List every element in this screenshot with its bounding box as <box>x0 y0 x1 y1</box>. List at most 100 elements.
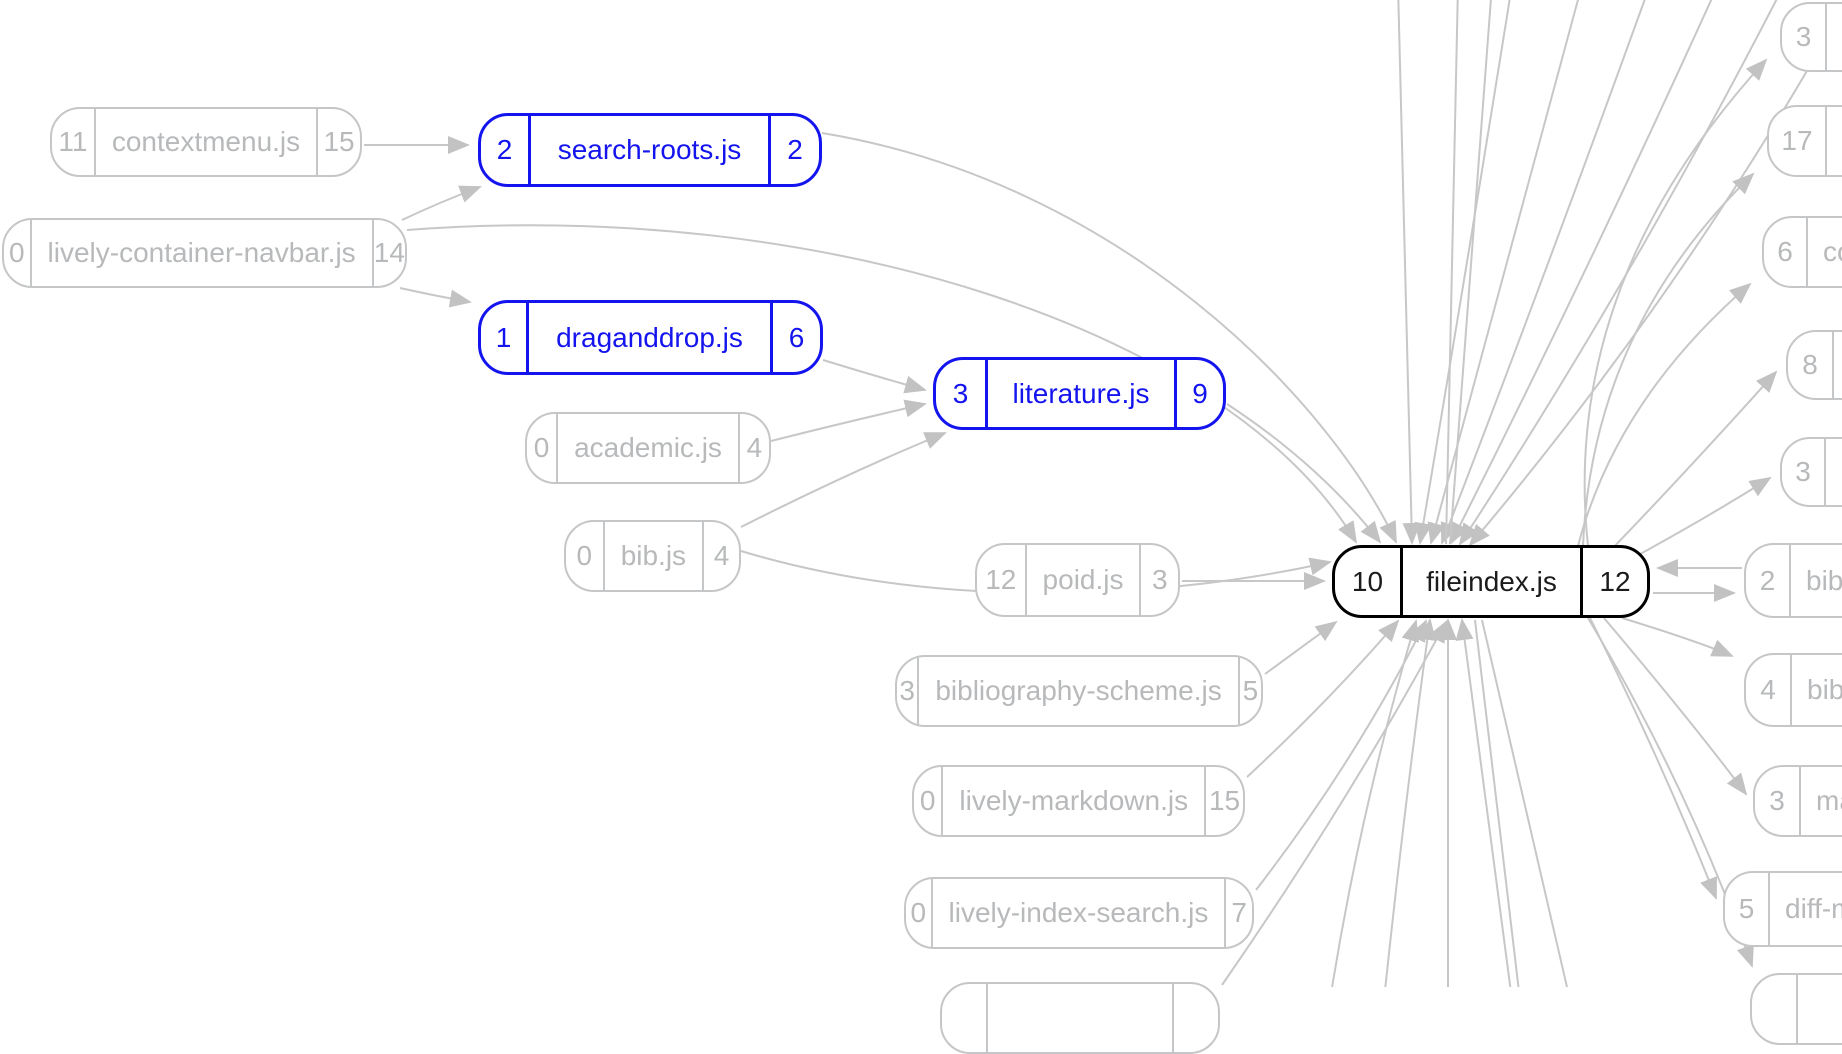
node-r7[interactable]: 4 bibt <box>1744 653 1842 727</box>
edge-offscreen-bottom-to-fileindex-4 <box>1331 619 1419 987</box>
node-r1[interactable]: 3 <box>1780 2 1842 72</box>
node-label: co <box>1823 236 1842 267</box>
node-label: poid.js <box>1042 564 1124 595</box>
edge-draganddrop-to-literature <box>822 359 927 394</box>
edge-fileindex-to-r1 <box>1583 58 1768 547</box>
edge-fileindex-to-r7 <box>1621 617 1734 657</box>
node-out-count: 4 <box>737 414 769 482</box>
node-label: literature.js <box>1012 377 1150 409</box>
node-label <box>1826 439 1842 505</box>
node-fileindex[interactable]: 10 fileindex.js 12 <box>1332 545 1650 618</box>
node-in-count: 3 <box>936 360 988 427</box>
edge-livelyidx-to-fileindex <box>1255 619 1427 891</box>
edge-fileindex-to-r9 <box>1589 617 1717 900</box>
node-label: contextmenu.js <box>111 126 301 157</box>
node-r6[interactable]: 2bibl <box>1744 543 1842 618</box>
edge-bibscheme-to-fileindex <box>1264 620 1338 675</box>
node-out-count: 12 <box>1580 548 1647 615</box>
node-label: fileindex.js <box>1426 565 1557 597</box>
edge-offscreen-top-to-fileindex-1 <box>1414 0 1511 545</box>
dependency-edges-layer <box>364 0 1842 987</box>
node-livelyidx[interactable]: 0 lively-index-search.js 7 <box>904 877 1254 949</box>
node-label: search-roots.js <box>557 134 742 165</box>
node-label <box>1798 975 1842 1043</box>
node-label: ma <box>1816 785 1842 816</box>
node-in-count: 0 <box>914 767 944 835</box>
edge-offscreen-top-to-fileindex-6 <box>1468 7 1842 547</box>
edge-offscreen-bottom-to-fileindex-3 <box>1455 618 1512 987</box>
node-in-count: 10 <box>1335 548 1403 615</box>
node-label: lively-container-navbar.js <box>47 237 356 268</box>
node-label: bibt <box>1807 674 1842 705</box>
node-searchroots[interactable]: 2 search-roots.js 2 <box>478 113 822 187</box>
node-poid[interactable]: 12 poid.js 3 <box>975 543 1180 617</box>
node-label: draganddrop.js <box>556 321 743 353</box>
node-out-count: 2 <box>768 116 819 184</box>
node-in-count: 17 <box>1769 107 1827 175</box>
edge-fileindex-to-offscreen-top-2 <box>1449 0 1492 545</box>
edge-offscreen-bottom-to-fileindex-1 <box>1384 618 1437 987</box>
node-in-count: 3 <box>897 657 920 725</box>
node-r4[interactable]: 8 <box>1786 330 1842 400</box>
node-in-count: 0 <box>566 522 605 590</box>
node-in-count: 0 <box>906 879 933 947</box>
edge-navbar-to-searchroots <box>401 185 482 221</box>
edge-offscreen-top-to-fileindex-3 <box>1440 0 1646 545</box>
node-bottom1[interactable] <box>940 982 1220 1054</box>
node-out-count: 3 <box>1139 545 1178 615</box>
node-in-count <box>1752 975 1798 1043</box>
node-in-count: 4 <box>1746 655 1792 725</box>
edge-fileindex-to-r4 <box>1609 370 1778 552</box>
edge-fileindex-to-offscreen-bottom-1 <box>1474 619 1520 987</box>
node-in-count: 11 <box>52 109 96 175</box>
node-out-count: 5 <box>1237 657 1261 725</box>
edge-searchroots-to-fileindex <box>821 132 1397 544</box>
node-in-count <box>942 984 988 1052</box>
node-in-count: 0 <box>4 220 32 286</box>
node-out-count: 15 <box>1204 767 1243 835</box>
node-out-count: 7 <box>1224 879 1252 947</box>
node-label <box>1834 332 1842 398</box>
node-label <box>988 984 1172 1052</box>
edge-fileindex-to-r2 <box>1582 172 1755 547</box>
edge-offscreen-top-to-fileindex-2 <box>1427 0 1580 545</box>
edge-fileindex-to-offscreen-bottom-2 <box>1481 619 1569 987</box>
node-in-count: 8 <box>1788 332 1834 398</box>
node-literature[interactable]: 3 literature.js 9 <box>933 357 1226 430</box>
node-out-count: 6 <box>770 303 820 372</box>
node-out-count: 14 <box>371 220 405 286</box>
node-r3[interactable]: 6 co <box>1762 216 1842 288</box>
node-in-count: 12 <box>977 545 1027 615</box>
node-in-count: 3 <box>1782 4 1827 70</box>
node-r5[interactable]: 3 <box>1780 437 1842 507</box>
edge-bottom1-to-fileindex <box>1221 620 1447 986</box>
edge-fileindex-to-r3 <box>1577 282 1752 547</box>
node-r8[interactable]: 3 ma <box>1753 765 1842 837</box>
node-draganddrop[interactable]: 1 draganddrop.js 6 <box>478 300 823 375</box>
node-in-count: 5 <box>1725 873 1770 945</box>
node-out-count: 4 <box>702 522 739 590</box>
node-r2[interactable]: 17 <box>1767 105 1842 177</box>
node-in-count: 1 <box>481 303 529 372</box>
node-bottom2[interactable] <box>1750 973 1842 1045</box>
node-navbar[interactable]: 0 lively-container-navbar.js 14 <box>2 218 407 288</box>
edge-navbar-to-fileindex <box>406 224 1358 544</box>
edge-academic-to-literature <box>770 399 927 442</box>
edge-offscreen-top-to-fileindex-5 <box>1458 0 1778 546</box>
node-label <box>1827 4 1842 70</box>
edge-offscreen-top-to-fileindex-4 <box>1450 0 1713 545</box>
node-in-count: 2 <box>481 116 531 184</box>
node-label: lively-index-search.js <box>948 897 1209 928</box>
node-in-count: 6 <box>1764 218 1808 286</box>
edge-navbar-to-draganddrop <box>399 287 472 308</box>
node-out-count: 9 <box>1174 360 1223 427</box>
edge-bib-to-literature <box>740 432 947 528</box>
node-in-count: 3 <box>1755 767 1801 835</box>
